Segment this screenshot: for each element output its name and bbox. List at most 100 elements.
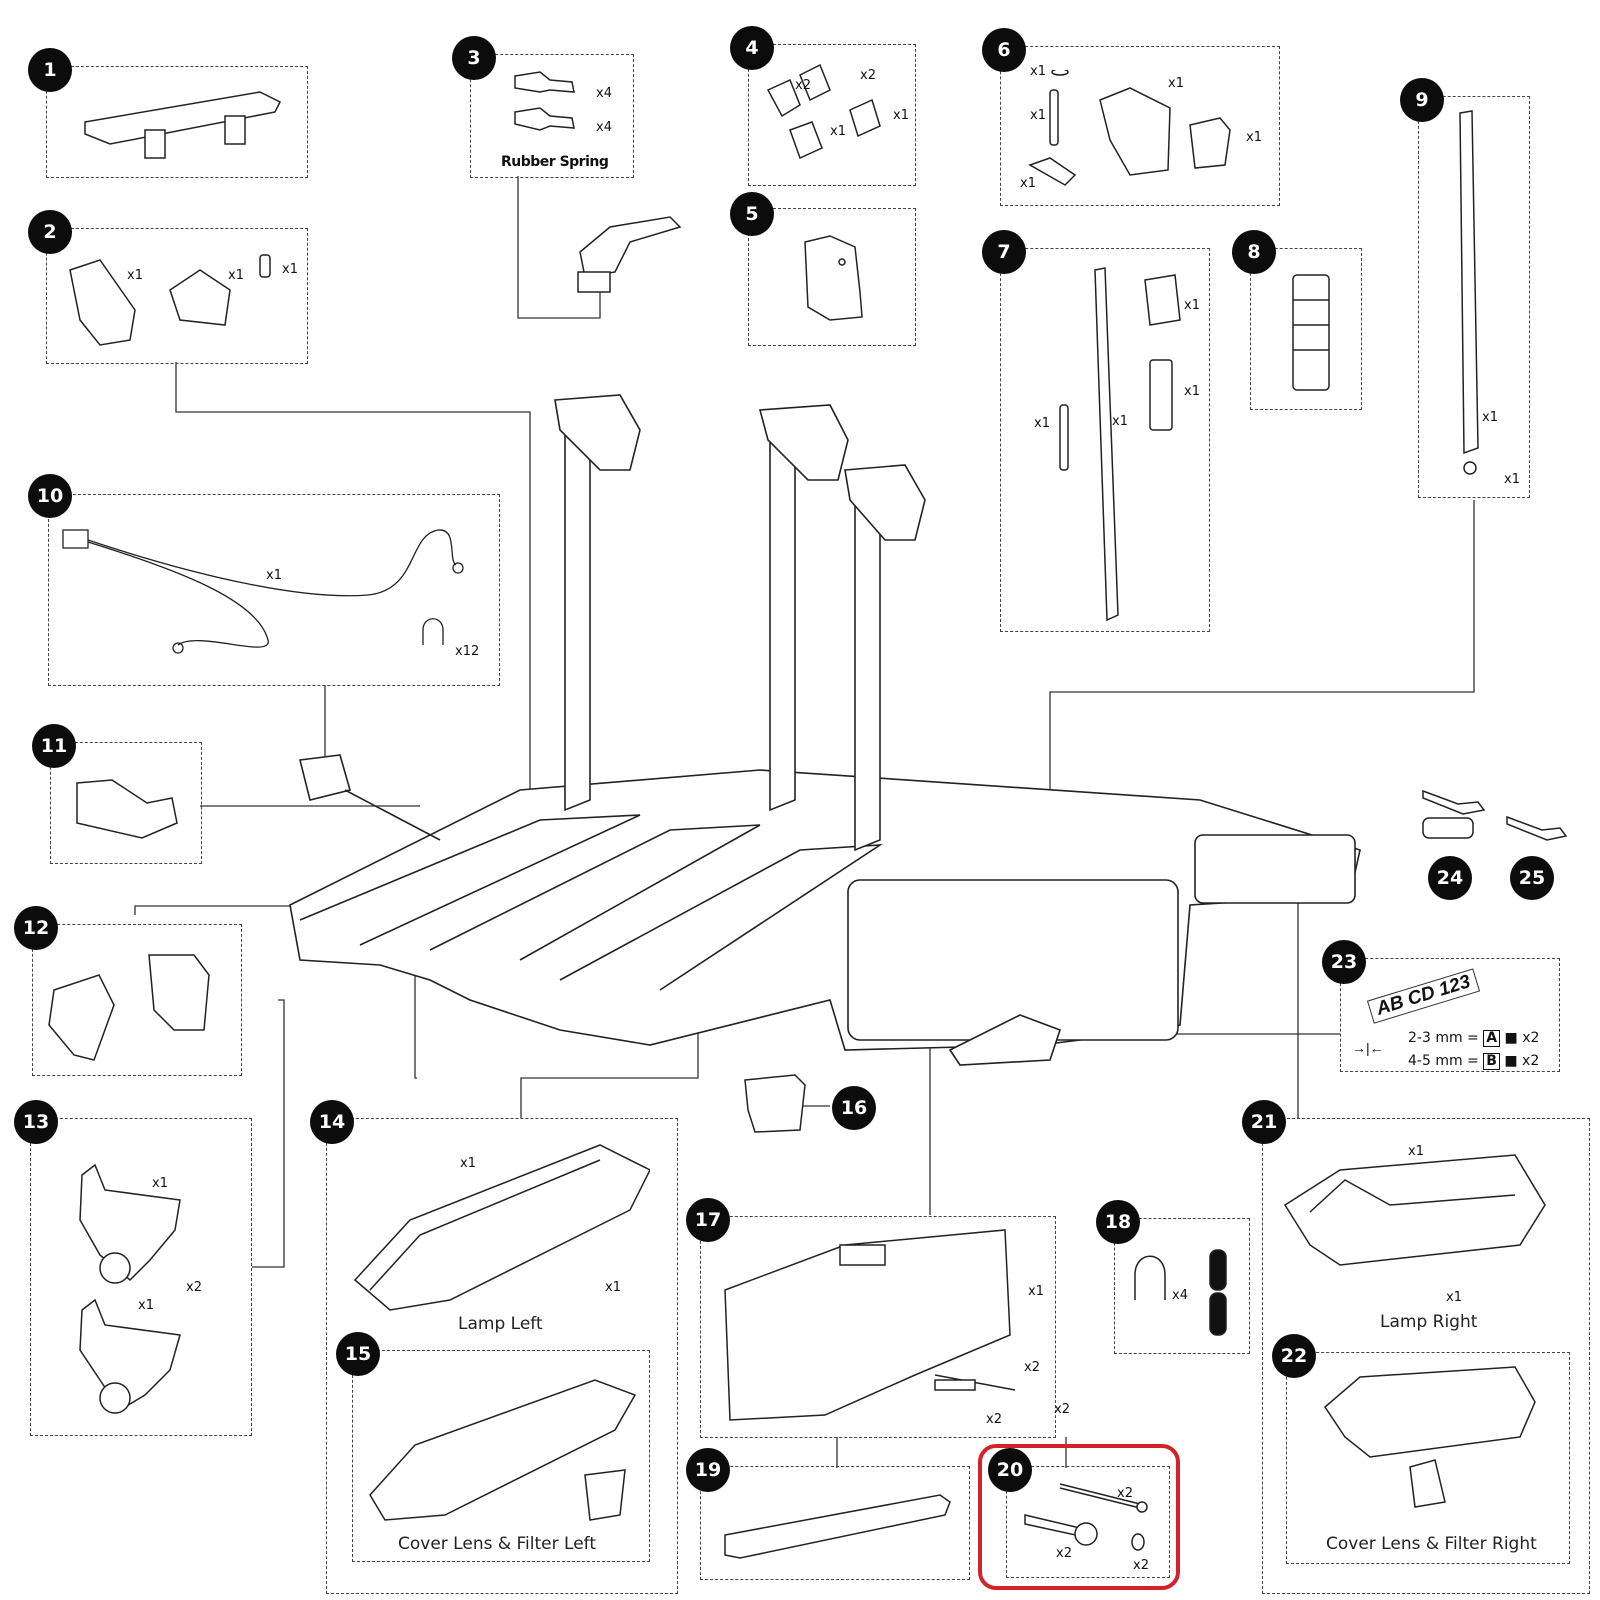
spacer-letter: B [1483, 1053, 1500, 1070]
quantity-label: x1 [228, 268, 244, 283]
quantity-label: x1 [1030, 108, 1046, 123]
quantity-label: x2 [1117, 1486, 1133, 1501]
part-number-badge[interactable]: 13 [14, 1100, 58, 1144]
quantity-label: x1 [127, 268, 143, 283]
part-number-badge[interactable]: 7 [982, 230, 1026, 274]
ratchet-strap-kit-icon [1059, 267, 1181, 622]
quantity-label: x1 [1168, 76, 1184, 91]
part-number-badge[interactable]: 22 [1272, 1334, 1316, 1378]
part-number-badge[interactable]: 23 [1322, 940, 1366, 984]
key-icon [1506, 815, 1568, 841]
quantity-label: x1 [1184, 298, 1200, 313]
clamp-parts-icon [69, 254, 271, 346]
wiring-harness-icon [62, 529, 464, 654]
part-number-badge[interactable]: 5 [730, 192, 774, 236]
part-box-8 [1250, 248, 1362, 410]
lock-cylinder-key-icon [1422, 789, 1486, 839]
wedge-block-icon [76, 779, 178, 839]
bracket-clip-icon [744, 1074, 806, 1133]
part-caption: Lamp Right [1380, 1312, 1478, 1332]
part-number-badge[interactable]: 9 [1400, 78, 1444, 122]
part-box-12 [32, 924, 242, 1076]
part-number-badge[interactable]: 16 [832, 1086, 876, 1130]
quantity-label: x4 [596, 86, 612, 101]
quantity-label: x1 [1184, 384, 1200, 399]
part-number-badge[interactable]: 14 [310, 1100, 354, 1144]
quantity-label: x2 [1133, 1558, 1149, 1573]
quantity-label: x2 [1024, 1360, 1040, 1375]
quantity-label: x1 [138, 1298, 154, 1313]
part-number-badge[interactable]: 18 [1096, 1200, 1140, 1244]
part-box-6 [1000, 46, 1280, 206]
part-number-badge[interactable]: 3 [452, 36, 496, 80]
quantity-label: x1 [1482, 410, 1498, 425]
spacer-shape-icon: ■ [1504, 1053, 1518, 1069]
quantity-label: x1 [1034, 416, 1050, 431]
part-number-badge[interactable]: 6 [982, 28, 1026, 72]
clip-parts-icon [766, 63, 881, 160]
part-number-badge[interactable]: 4 [730, 26, 774, 70]
part-number-badge[interactable]: 2 [28, 210, 72, 254]
frame-bar-icon [724, 1494, 951, 1559]
part-number-badge[interactable]: 25 [1510, 856, 1554, 900]
thickness-arrows-icon: →|← [1352, 1040, 1384, 1056]
part-number-badge[interactable]: 24 [1428, 856, 1472, 900]
quantity-label: x1 [1030, 64, 1046, 79]
part-box-3 [470, 54, 634, 178]
part-box-20 [1006, 1466, 1170, 1578]
strap-pad-icon [1292, 274, 1330, 391]
part-box-18 [1114, 1218, 1250, 1354]
part-box-7 [1000, 248, 1210, 632]
part-number-badge[interactable]: 8 [1232, 230, 1276, 274]
quantity-label: x1 [1112, 414, 1128, 429]
license-plate-holder-icon [724, 1229, 1016, 1421]
base-rail-icon [84, 91, 282, 159]
quantity-label: x1 [1504, 472, 1520, 487]
part-box-9 [1418, 96, 1530, 498]
part-number-badge[interactable]: 20 [988, 1448, 1032, 1492]
part-number-badge[interactable]: 11 [32, 724, 76, 768]
part-box-17 [700, 1216, 1056, 1438]
part-caption: Cover Lens & Filter Right [1326, 1534, 1537, 1554]
quantity-label: x1 [893, 108, 909, 123]
cable-grommet-icon [48, 954, 210, 1061]
spacer-row-b: 4-5 mm = B ■ x2 [1408, 1053, 1539, 1070]
spacer-letter: A [1483, 1030, 1501, 1047]
quantity-label: x2 [1054, 1402, 1070, 1417]
quantity-label: x1 [460, 1156, 476, 1171]
part-box-1 [46, 66, 308, 178]
cable-clips-icon [1134, 1249, 1227, 1336]
quantity-label: x4 [1172, 1288, 1188, 1303]
quantity-label: x1 [1020, 176, 1036, 191]
bolt-set-icon [1024, 1483, 1148, 1551]
end-cap-icon [804, 235, 863, 321]
quantity-label: x1 [605, 1280, 621, 1295]
part-number-badge[interactable]: 17 [686, 1198, 730, 1242]
highlight-frame [978, 1444, 1180, 1590]
quantity-label: x12 [455, 644, 480, 659]
part-number-badge[interactable]: 21 [1242, 1100, 1286, 1144]
part-number-badge[interactable]: 12 [14, 906, 58, 950]
quantity-label: x1 [1028, 1284, 1044, 1299]
part-caption: Cover Lens & Filter Left [398, 1534, 596, 1554]
part-number-badge[interactable]: 15 [336, 1332, 380, 1376]
rubber-spring-icon [514, 71, 575, 131]
spacer-qty: x2 [1522, 1053, 1540, 1069]
quantity-label: x1 [282, 262, 298, 277]
wheel-holder-icon [79, 1163, 181, 1414]
quantity-label: x1 [266, 568, 282, 583]
spacer-range: 4-5 mm = [1408, 1053, 1479, 1069]
spacer-qty: x2 [1522, 1030, 1540, 1046]
quantity-label: x2 [860, 68, 876, 83]
part-box-14 [326, 1118, 678, 1594]
quantity-label: x2 [1056, 1546, 1072, 1561]
quantity-label: x1 [1246, 130, 1262, 145]
part-box-15 [352, 1350, 650, 1562]
part-number-badge[interactable]: 10 [28, 474, 72, 518]
part-number-badge[interactable]: 19 [686, 1448, 730, 1492]
part-box-2 [46, 228, 308, 364]
part-number-badge[interactable]: 1 [28, 48, 72, 92]
lever-icon [577, 216, 682, 293]
strap-icon [1459, 110, 1479, 475]
